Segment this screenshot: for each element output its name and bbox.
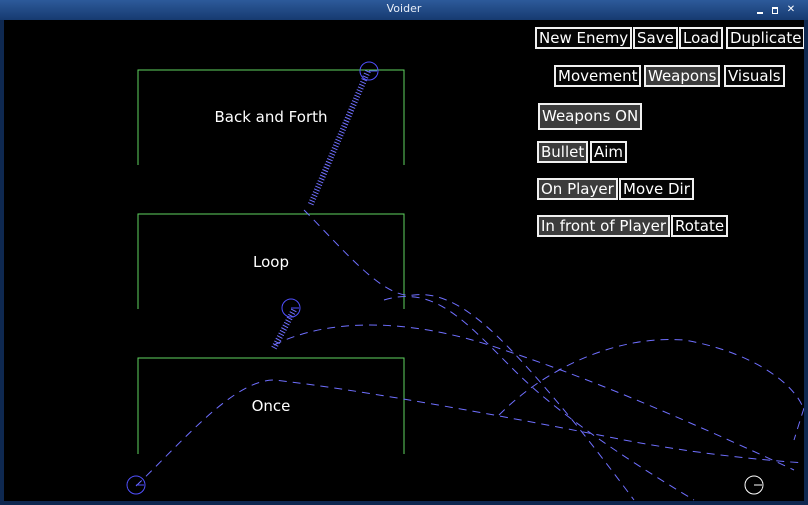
enemy-marker-back-and-forth[interactable] bbox=[359, 61, 379, 81]
weapons-on-toggle[interactable]: Weapons ON bbox=[538, 103, 643, 130]
scene-graphics bbox=[126, 61, 804, 501]
rotate-button[interactable]: Rotate bbox=[671, 215, 729, 237]
zone-label-loop: Loop bbox=[253, 253, 289, 271]
path-trail-back-and-forth bbox=[307, 69, 371, 208]
aim-button[interactable]: Aim bbox=[590, 141, 628, 163]
zone-outline-back-and-forth bbox=[137, 69, 405, 165]
path-trail-once bbox=[135, 379, 804, 487]
in-front-of-player-button[interactable]: In front of Player bbox=[537, 215, 671, 237]
minimize-icon[interactable] bbox=[755, 5, 765, 15]
player-marker[interactable] bbox=[744, 475, 764, 495]
close-icon[interactable]: ✕ bbox=[786, 4, 796, 15]
editor-canvas[interactable]: Back and Forth Loop Once New Enemy Save … bbox=[4, 20, 804, 501]
path-trail-loop-dense bbox=[271, 308, 297, 350]
save-button[interactable]: Save bbox=[633, 27, 678, 49]
zone-label-back-and-forth: Back and Forth bbox=[214, 108, 328, 126]
path-trail-wave-down bbox=[793, 407, 804, 441]
window-title: Voider bbox=[386, 2, 422, 15]
on-player-button[interactable]: On Player bbox=[537, 178, 618, 200]
enemy-marker-once[interactable] bbox=[126, 475, 146, 495]
path-trail-loop-return bbox=[383, 296, 695, 501]
title-bar[interactable]: Voider ✕ bbox=[0, 0, 808, 20]
new-enemy-button[interactable]: New Enemy bbox=[535, 27, 633, 49]
zone-outline-loop bbox=[137, 213, 405, 309]
load-button[interactable]: Load bbox=[679, 27, 723, 49]
zone-outline-once bbox=[137, 357, 405, 454]
duplicate-button[interactable]: Duplicate bbox=[726, 27, 804, 49]
maximize-icon[interactable] bbox=[770, 5, 780, 15]
path-trail-wave bbox=[498, 339, 804, 416]
tab-visuals[interactable]: Visuals bbox=[724, 65, 785, 87]
move-dir-button[interactable]: Move Dir bbox=[619, 178, 694, 200]
enemy-marker-loop[interactable] bbox=[281, 298, 301, 318]
path-trail-loop bbox=[273, 324, 795, 471]
tab-movement[interactable]: Movement bbox=[554, 65, 642, 87]
bullet-button[interactable]: Bullet bbox=[537, 141, 589, 163]
zone-label-once: Once bbox=[251, 397, 291, 415]
tab-weapons[interactable]: Weapons bbox=[644, 65, 721, 87]
